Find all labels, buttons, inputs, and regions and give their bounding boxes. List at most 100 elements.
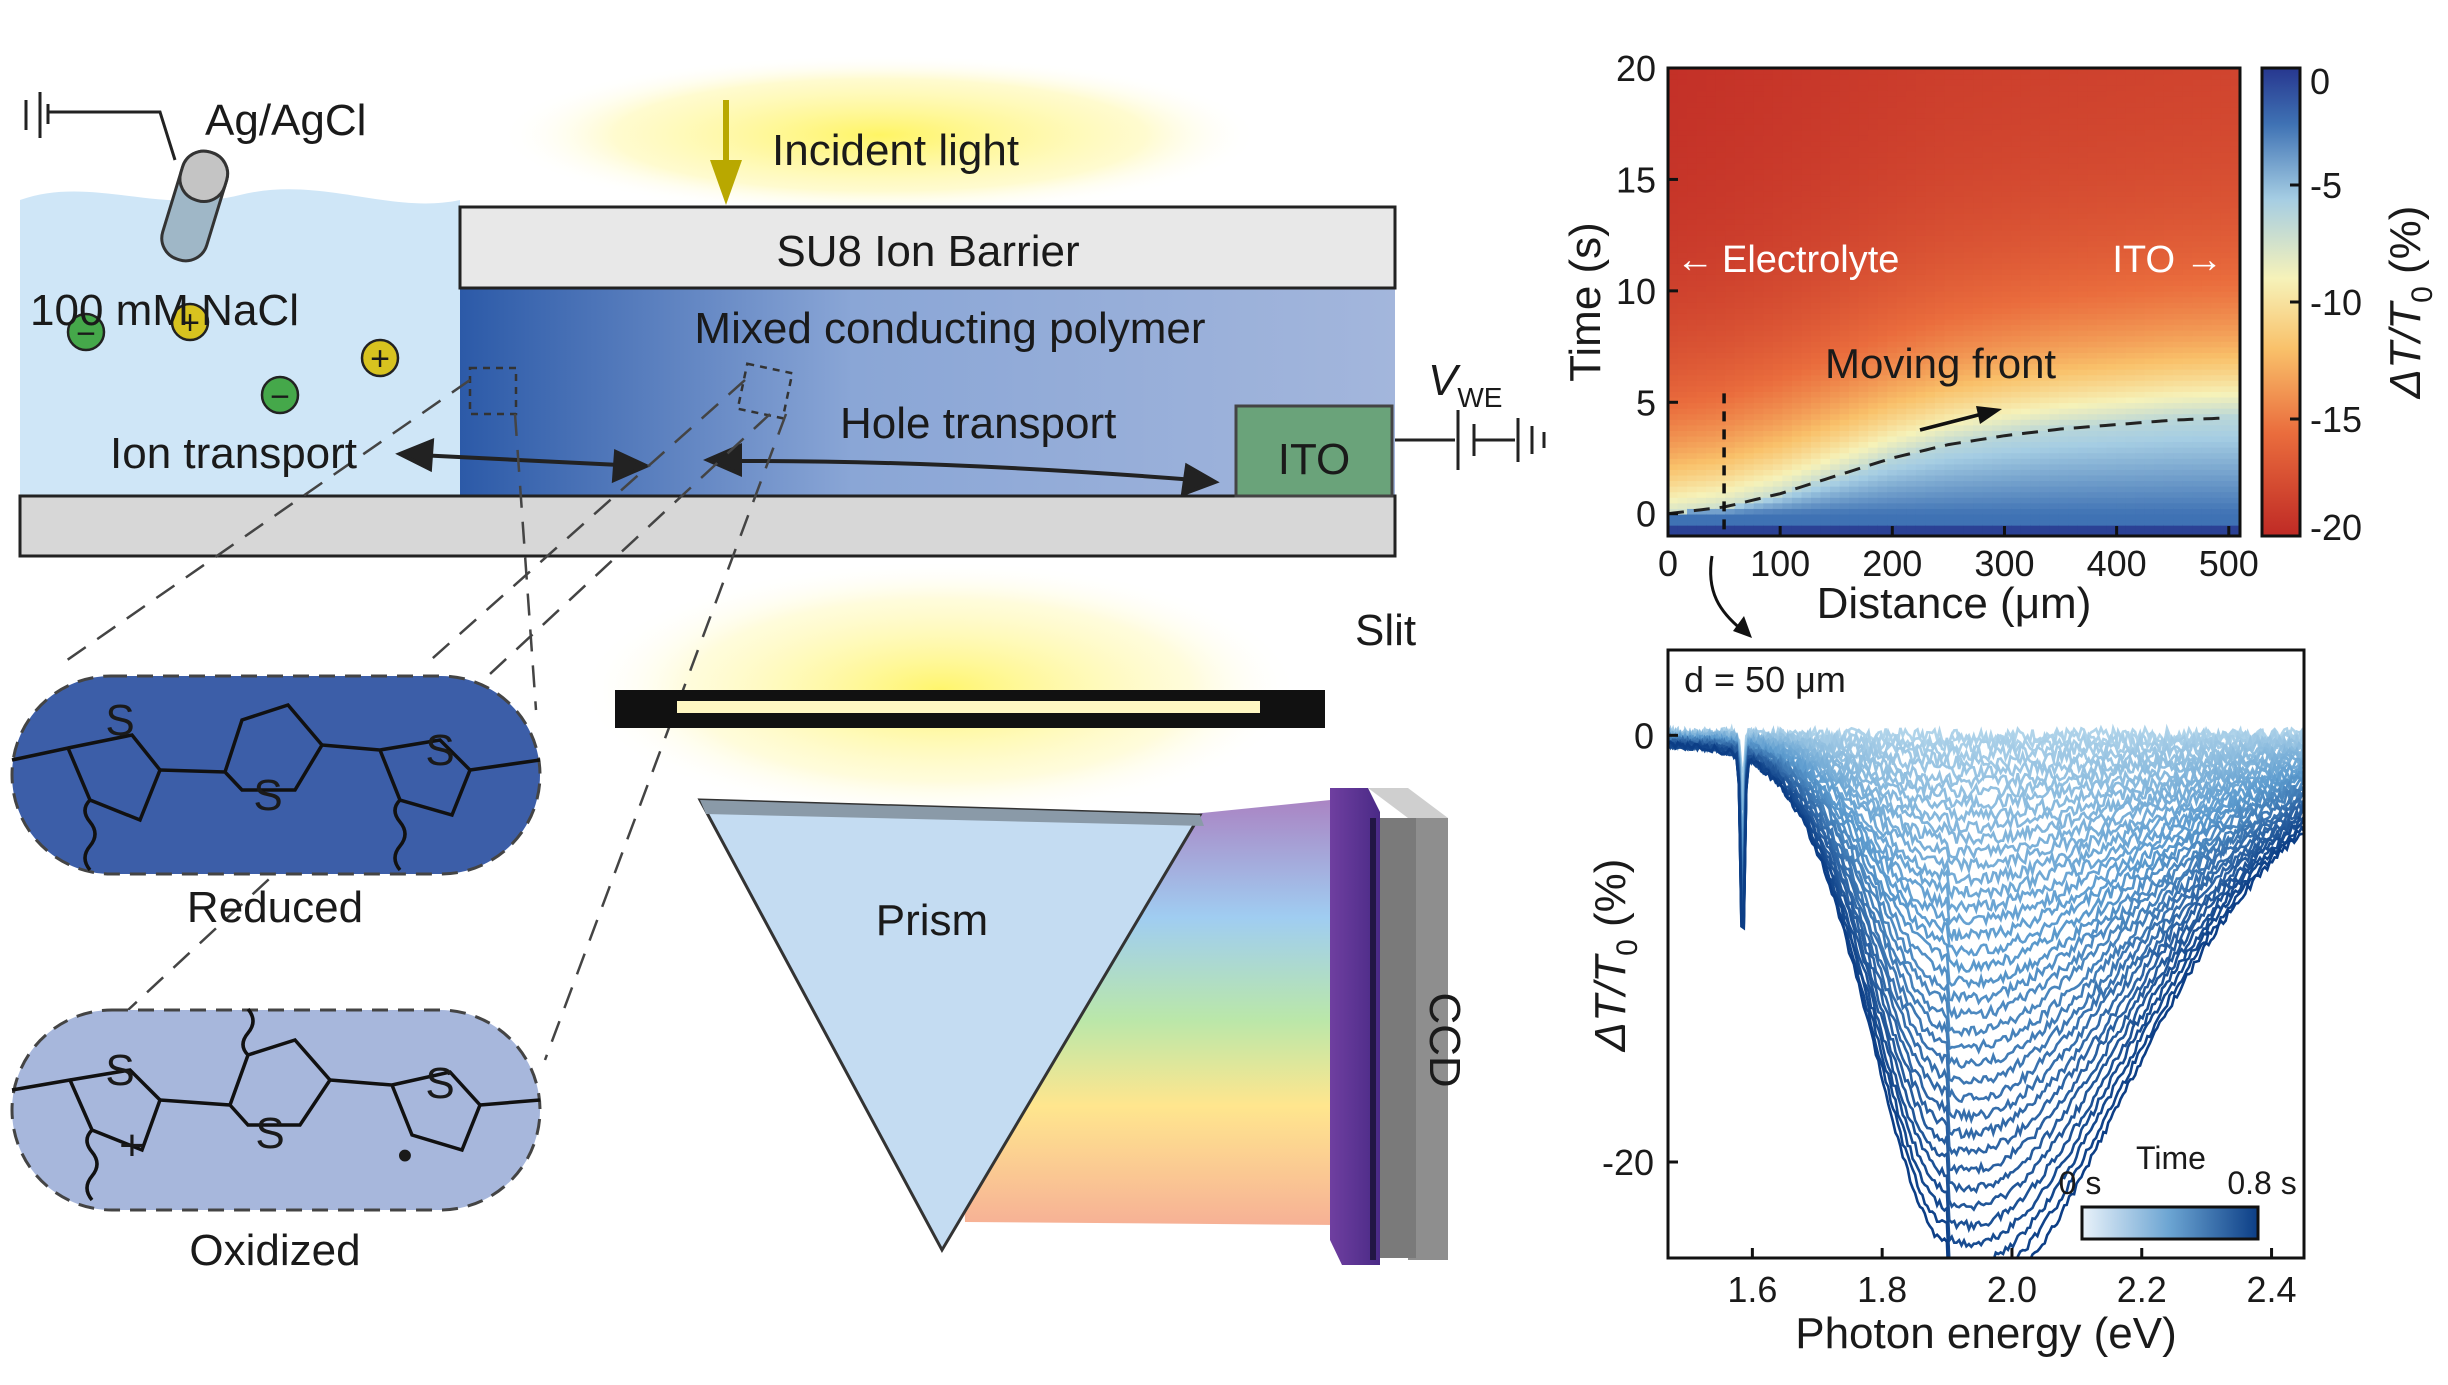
heatmap-cell xyxy=(2030,268,2041,275)
heatmap-cell xyxy=(2154,73,2165,80)
heatmap-cell xyxy=(2087,173,2098,181)
heatmap-cell xyxy=(1906,469,1917,476)
heatmap-cell xyxy=(1868,446,1879,454)
heatmap-cell xyxy=(2058,307,2070,314)
heatmap-cell xyxy=(2116,491,2127,498)
heatmap-cell xyxy=(1763,123,1774,131)
heatmap-cell xyxy=(1753,441,1765,448)
heatmap-cell xyxy=(1830,112,1841,119)
heatmap-cell xyxy=(2182,313,2194,320)
heatmap-cell xyxy=(1954,179,1965,186)
heatmap-cell xyxy=(2182,123,2194,131)
heatmap-cell xyxy=(1725,268,1736,275)
heatmap-cell xyxy=(1925,123,1936,131)
heatmap-cell xyxy=(2163,497,2175,504)
heatmap-cell xyxy=(1915,173,1927,181)
heatmap-cell xyxy=(1954,430,1965,437)
heatmap-cell xyxy=(1782,146,1793,153)
heatmap-cell xyxy=(1772,452,1784,459)
heatmap-cell xyxy=(2211,185,2222,192)
heatmap-cell xyxy=(2020,112,2032,119)
heatmap-cell xyxy=(1801,263,1812,270)
heatmap-cell xyxy=(2001,212,2012,220)
heatmap-cell xyxy=(1801,413,1812,420)
heatmap-cell xyxy=(1668,140,1679,147)
heatmap-cell xyxy=(1849,497,1860,504)
heatmap-cell xyxy=(2011,196,2022,203)
heatmap-cell xyxy=(1687,90,1698,97)
heatmap-cell xyxy=(1830,190,1841,197)
heatmap-cell xyxy=(1687,140,1698,147)
heatmap-cell xyxy=(1772,118,1784,125)
heatmap-cell xyxy=(1925,430,1936,437)
heatmap-cell xyxy=(1715,257,1726,264)
heatmap-cell xyxy=(1687,430,1698,437)
heatmap-cell xyxy=(1868,458,1879,465)
heatmap-cell xyxy=(1820,329,1831,337)
heatmap-cell xyxy=(1753,151,1765,158)
heatmap-cell xyxy=(1982,497,1993,504)
heatmap-cell xyxy=(2135,446,2146,454)
heatmap-cell xyxy=(1763,374,1774,381)
heatmap-cell xyxy=(1668,396,1679,404)
heatmap-cell xyxy=(1934,224,1946,231)
heatmap-cell xyxy=(1811,240,1822,248)
heatmap-cell xyxy=(1915,313,1927,320)
heatmap-cell xyxy=(2116,95,2127,103)
heatmap-cell xyxy=(1830,229,1841,236)
heatmap-cell xyxy=(2001,196,2012,203)
heatmap-cell xyxy=(1820,385,1831,392)
heatmap-cell xyxy=(2201,246,2213,253)
heatmap-cell xyxy=(2182,357,2194,365)
heatmap-cell xyxy=(1830,491,1841,498)
heatmap-cell xyxy=(1782,201,1793,209)
heatmap-cell xyxy=(1706,173,1717,181)
heatmap-cell xyxy=(1954,469,1965,476)
heatmap-cell xyxy=(2163,190,2175,197)
heatmap-cell xyxy=(2097,146,2108,153)
heatmap-cell xyxy=(1744,263,1755,270)
heatmap-cell xyxy=(2077,480,2089,487)
heatmap-cell xyxy=(2087,307,2098,314)
heatmap-cell xyxy=(1820,196,1831,203)
heatmap-cell xyxy=(1858,129,1869,136)
heatmap-cell xyxy=(1944,151,1955,158)
heatmap-cell xyxy=(1963,123,1974,131)
heatmap-cell xyxy=(1801,296,1812,303)
heatmap-cell xyxy=(2144,279,2155,287)
heatmap-cell xyxy=(1944,73,1955,80)
heatmap-cell xyxy=(1706,435,1717,443)
heatmap-cell xyxy=(1849,385,1860,392)
heatmap-cell xyxy=(2011,285,2022,292)
heatmap-cell xyxy=(2077,68,2089,75)
heatmap-cell xyxy=(2163,134,2175,142)
heatmap-cell xyxy=(2106,485,2117,493)
heatmap-cell xyxy=(1915,513,1927,521)
heatmap-cell xyxy=(2192,480,2203,487)
heatmap-cell xyxy=(2039,79,2051,86)
heatmap-cell xyxy=(1992,318,2003,326)
heatmap-cell xyxy=(1772,341,1784,348)
heatmap-cell xyxy=(1715,290,1726,298)
heatmap-cell xyxy=(2125,313,2136,320)
heatmap-cell xyxy=(2135,68,2146,75)
heatmap-cell xyxy=(2220,508,2232,515)
heatmap-cell xyxy=(1849,151,1860,158)
heatmap-cell xyxy=(1677,224,1688,231)
heatmap-cell xyxy=(2201,224,2213,231)
heatmap-cell xyxy=(1677,296,1688,303)
heatmap-cell xyxy=(1830,196,1841,203)
heatmap-cell xyxy=(2058,173,2070,181)
heatmap-cell xyxy=(1868,118,1879,125)
heatmap-cell xyxy=(1725,101,1736,108)
heatmap-cell xyxy=(1906,357,1917,365)
heatmap-cell xyxy=(1868,463,1879,470)
heatmap-cell xyxy=(2154,107,2165,114)
heatmap-cell xyxy=(1753,207,1765,214)
heatmap-cell xyxy=(1839,530,1850,536)
heatmap-cell xyxy=(2125,173,2136,181)
heatmap-cell xyxy=(1696,452,1707,459)
heatmap-cell xyxy=(2211,313,2222,320)
heatmap-cell xyxy=(1706,469,1717,476)
heatmap-cell xyxy=(2163,413,2175,420)
